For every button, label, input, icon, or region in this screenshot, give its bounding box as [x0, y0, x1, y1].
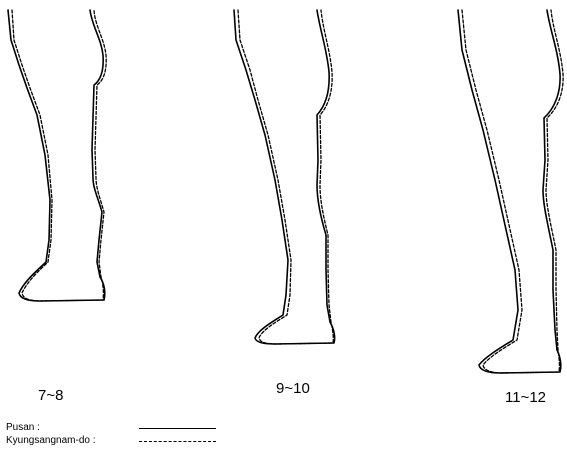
leg-outline-group-7-8: [8, 10, 106, 301]
age-group-label-11-12: 11~12: [505, 390, 546, 405]
age-group-label-9-10: 9~10: [276, 381, 310, 396]
legend-label-pusan: Pusan :: [6, 423, 40, 433]
legend-label-kyungsangnam-do: Kyungsangnam-do :: [6, 436, 96, 446]
kyungsangnam-outline-11-12: [462, 10, 563, 373]
age-group-label-7-8: 7~8: [38, 388, 63, 403]
leg-outline-group-9-10: [234, 10, 335, 344]
pusan-outline-7-8: [8, 10, 105, 301]
legend-swatch-dashed: [139, 441, 216, 442]
leg-outline-group-11-12: [458, 10, 563, 373]
legend-swatch-solid: [139, 428, 216, 429]
pusan-outline-9-10: [234, 10, 335, 344]
